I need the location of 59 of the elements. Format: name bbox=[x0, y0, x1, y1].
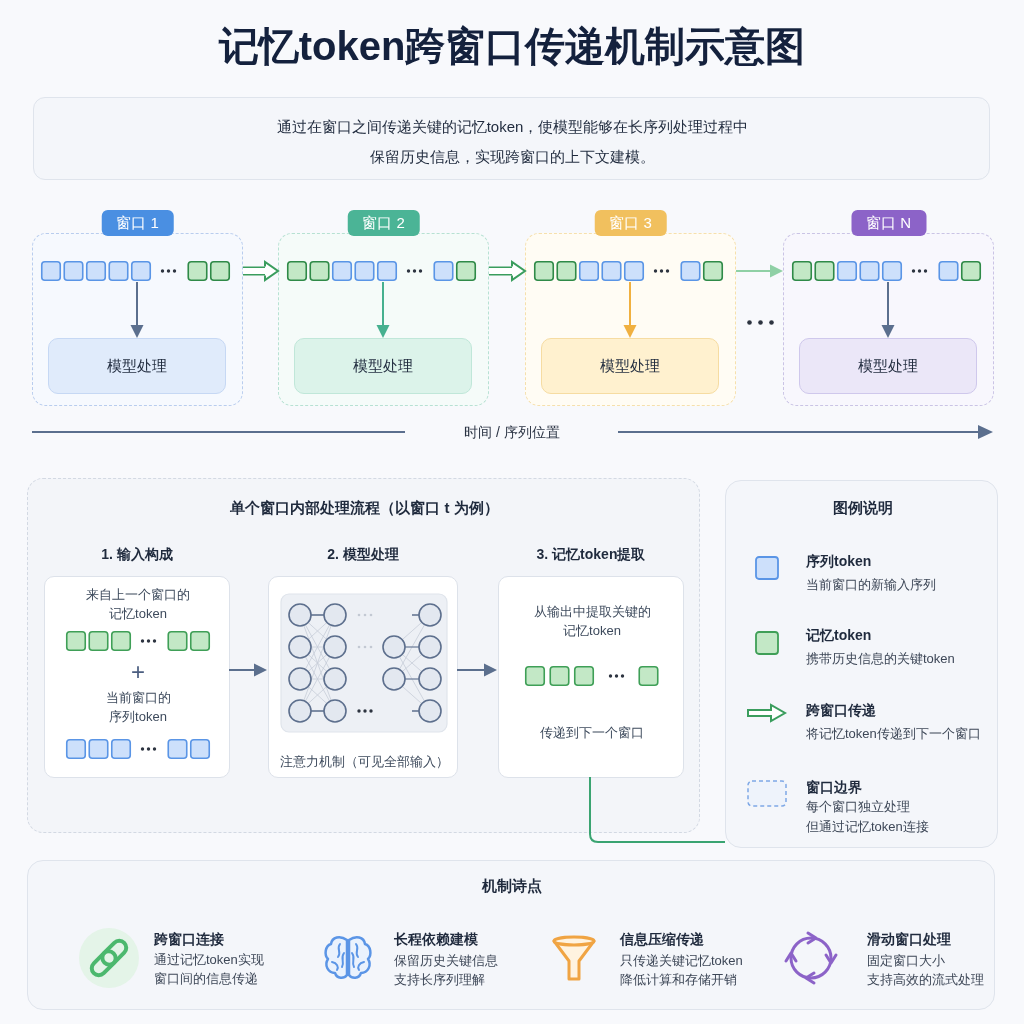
feature-title: 信息压缩传递 bbox=[620, 929, 704, 949]
legend-description: 但通过记忆token连接 bbox=[806, 817, 929, 836]
token-row bbox=[791, 260, 982, 282]
step-heading: 1. 输入构成 bbox=[101, 544, 173, 564]
caption-text: 来自上一个窗口的记忆token bbox=[85, 586, 191, 623]
axis-label: 时间 / 序列位置 bbox=[464, 422, 560, 442]
token-row bbox=[286, 260, 477, 282]
legend-panel bbox=[725, 480, 998, 848]
legend-description: 携带历史信息的关键token bbox=[806, 649, 955, 668]
caption-text: 注意力机制（可见全部输入） bbox=[279, 752, 449, 771]
arrow bbox=[130, 281, 144, 338]
process-box: 模型处理 bbox=[48, 338, 226, 394]
feature-description: 支持长序列理解 bbox=[394, 970, 485, 989]
feature-description: 通过记忆token实现窗口间的信息传递 bbox=[154, 951, 265, 988]
feature-title: 滑动窗口处理 bbox=[867, 929, 951, 949]
feature-panel bbox=[27, 860, 995, 1010]
legend-description: 当前窗口的新输入序列 bbox=[806, 575, 936, 594]
description-text: 通过在窗口之间传递关键的记忆token，使模型能够在长序列处理过程中保留历史信息，实现跨窗口的上下文建模。 bbox=[275, 116, 750, 167]
process-box: 模型处理 bbox=[541, 338, 719, 394]
arrow bbox=[376, 281, 390, 338]
legend-description: 每个窗口独立处理 bbox=[806, 797, 910, 816]
step-heading: 2. 模型处理 bbox=[327, 544, 399, 564]
feature-title: 跨窗口连接 bbox=[154, 929, 224, 949]
window-tag: 窗口 N bbox=[851, 210, 926, 236]
plus-sign: + bbox=[131, 656, 145, 687]
token-row bbox=[533, 260, 724, 282]
arrow bbox=[881, 281, 895, 338]
arrow bbox=[623, 281, 637, 338]
arrow bbox=[456, 663, 497, 677]
legend-title: 序列token bbox=[806, 551, 872, 571]
window-tag: 窗口 2 bbox=[347, 210, 420, 236]
section-heading: 机制诗点 bbox=[482, 876, 542, 897]
window-tag: 窗口 3 bbox=[594, 210, 667, 236]
process-panel bbox=[27, 478, 700, 833]
arrow bbox=[228, 663, 267, 677]
feature-title: 长程依赖建模 bbox=[394, 929, 478, 949]
feature-description: 只传递关键记忆token bbox=[620, 951, 743, 970]
process-box: 模型处理 bbox=[294, 338, 472, 394]
caption-text: 从输出中提取关键的记忆token bbox=[532, 603, 652, 640]
caption-text: 传递到下一个窗口 bbox=[540, 723, 644, 742]
connector-line bbox=[589, 776, 726, 843]
diagram-title: 记忆token跨窗口传递机制示意图 bbox=[218, 23, 806, 70]
step-heading: 3. 记忆token提取 bbox=[536, 544, 646, 564]
feature-description: 固定窗口大小 bbox=[867, 951, 945, 970]
legend-title: 记忆token bbox=[806, 625, 872, 645]
caption-text: 当前窗口的序列token bbox=[104, 689, 172, 726]
description-box bbox=[33, 97, 990, 180]
token-row bbox=[40, 260, 231, 282]
legend-description: 将记忆token传递到下一个窗口 bbox=[806, 724, 981, 743]
feature-description: 降低计算和存储开销 bbox=[620, 970, 737, 989]
feature-description: 保留历史关键信息 bbox=[394, 951, 498, 970]
process-box: 模型处理 bbox=[799, 338, 977, 394]
legend-title: 跨窗口传递 bbox=[806, 700, 876, 720]
panel-heading: 单个窗口内部处理流程（以窗口 t 为例） bbox=[230, 498, 499, 519]
arrow bbox=[735, 264, 783, 278]
legend-heading: 图例说明 bbox=[832, 498, 893, 519]
legend-title: 窗口边界 bbox=[806, 777, 862, 797]
feature-description: 支持高效的流式处理 bbox=[867, 970, 984, 989]
window-tag: 窗口 1 bbox=[101, 210, 174, 236]
